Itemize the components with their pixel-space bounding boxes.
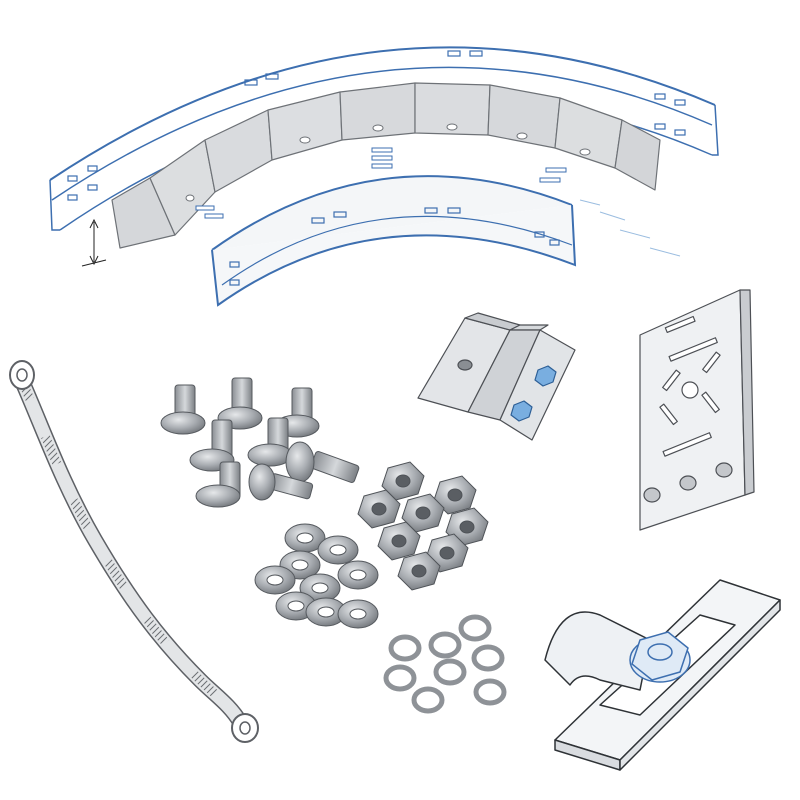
carriage-bolt-icon	[160, 377, 360, 508]
flat-washer-icon	[254, 523, 379, 629]
horizontal-bend-cable-tray-icon	[49, 46, 719, 307]
spring-washer-icon	[383, 614, 507, 714]
earth-braid-strap-icon	[9, 360, 259, 743]
z-bracket-icon	[417, 312, 576, 441]
slotted-plate-icon	[639, 289, 755, 531]
hex-nut-icon	[357, 461, 489, 591]
hold-down-clamp-icon	[544, 579, 781, 771]
